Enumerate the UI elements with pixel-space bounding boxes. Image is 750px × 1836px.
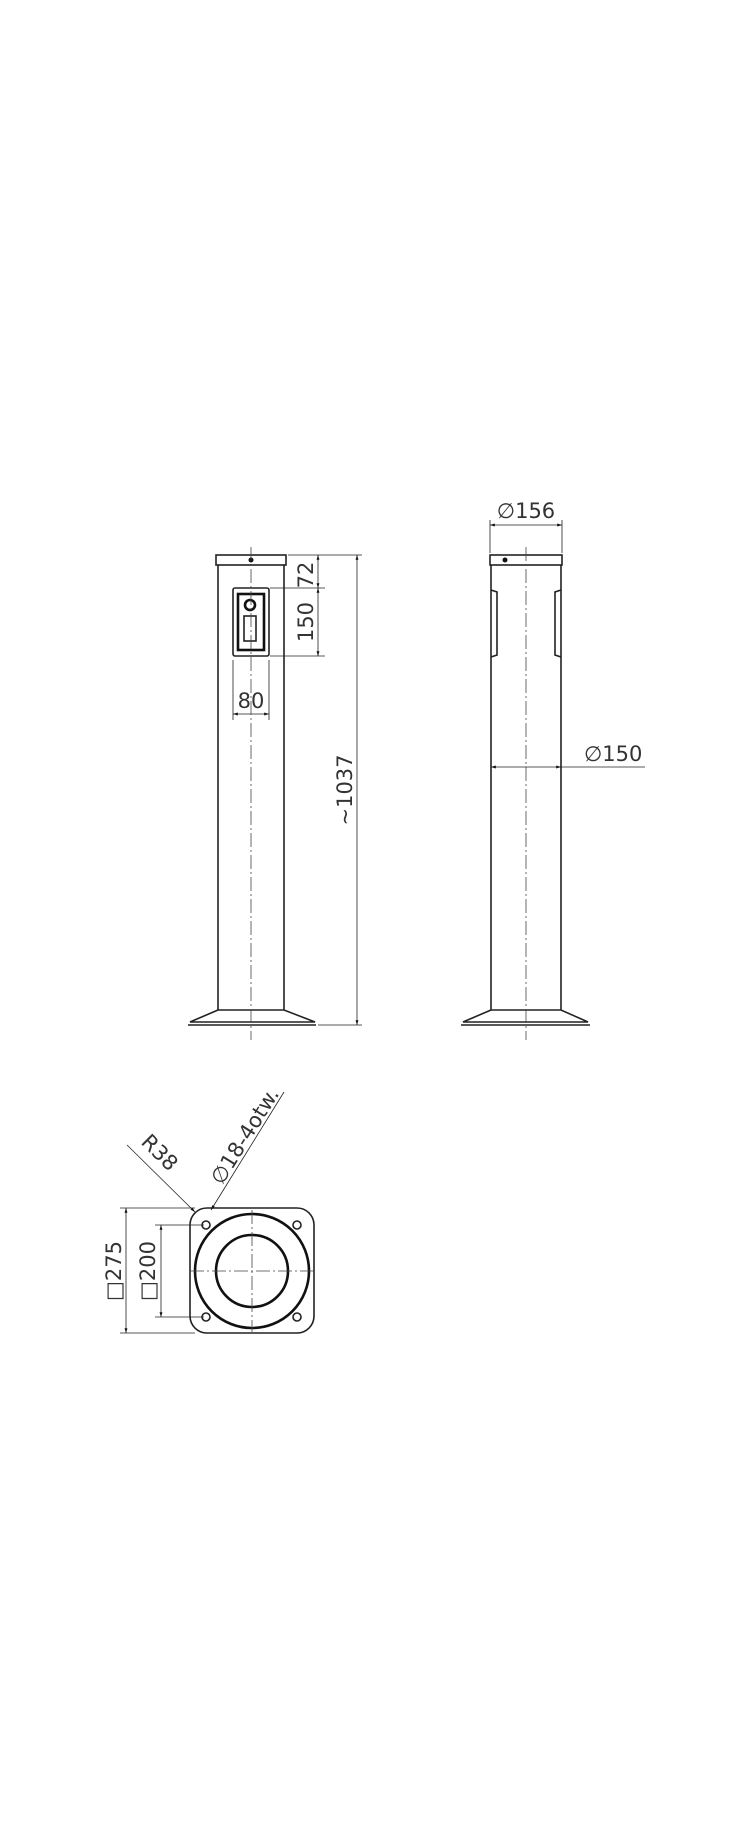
dim-72: 72 (294, 562, 318, 589)
dim-150-diameter: ∅150 (584, 742, 642, 766)
dim-1037: ~1037 (333, 754, 357, 825)
dim-200: □200 (136, 1241, 160, 1301)
dim-r38: R38 (136, 1130, 182, 1176)
front-view: 72 150 80 ~1037 (188, 547, 362, 1040)
base-view: □275 □200 R38 ∅18-4otw. (102, 1084, 315, 1334)
side-view: ∅156 ∅150 (461, 499, 645, 1040)
base-flange (462, 1009, 589, 1023)
base-flange (189, 1009, 316, 1023)
dim-holes: ∅18-4otw. (206, 1084, 284, 1189)
dim-156: ∅156 (497, 499, 555, 523)
dim-275: □275 (102, 1241, 126, 1301)
base-plate (189, 1207, 315, 1334)
dim-150: 150 (294, 602, 318, 642)
dim-80: 80 (238, 689, 265, 713)
